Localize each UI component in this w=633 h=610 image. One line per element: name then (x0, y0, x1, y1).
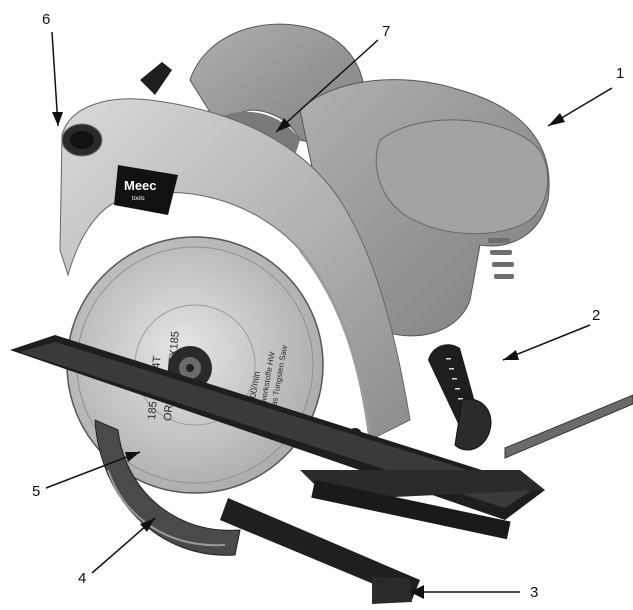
callout-3: 3 (530, 584, 538, 601)
callouts: 1 2 3 4 5 6 7 (32, 11, 624, 601)
parallel-guide (220, 394, 633, 604)
lower-blade-guard (94, 419, 241, 556)
front-bracket (140, 62, 172, 95)
brand-name: Meec (124, 178, 157, 193)
callout-7: 7 (382, 23, 390, 40)
upper-blade-guard: Meec tools (59, 98, 411, 442)
depth-adjustment (428, 344, 492, 451)
callout-2: 2 (592, 307, 600, 324)
callout-4: 4 (78, 570, 86, 587)
callout-5: 5 (32, 483, 40, 500)
callout-1: 1 (616, 65, 624, 82)
brand-sub: tools (132, 196, 145, 202)
base-plate (10, 335, 545, 540)
callout-6: 6 (42, 11, 50, 28)
